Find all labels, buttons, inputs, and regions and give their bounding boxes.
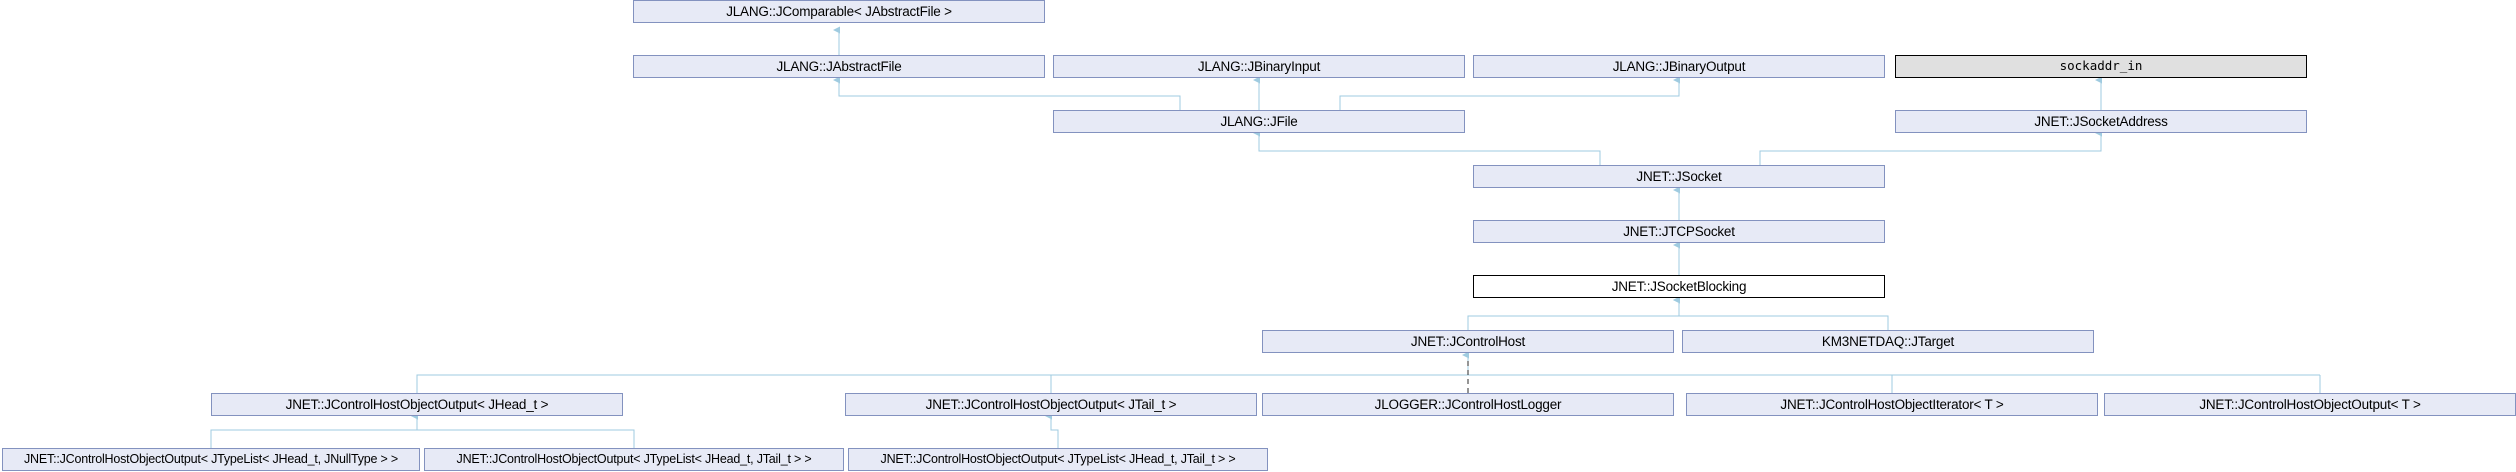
class-node-jbinaryinput[interactable]: JLANG::JBinaryInput bbox=[1053, 55, 1465, 78]
class-node-label: JNET::JControlHostObjectOutput< T > bbox=[2199, 396, 2421, 412]
class-node-jcomparable[interactable]: JLANG::JComparable< JAbstractFile > bbox=[633, 0, 1045, 23]
class-node-label: JLANG::JComparable< JAbstractFile > bbox=[726, 3, 952, 19]
class-node-label: JLANG::JAbstractFile bbox=[776, 58, 902, 74]
class-node-label: JNET::JControlHost bbox=[1410, 333, 1526, 349]
class-node-label: JNET::JControlHostObjectIterator< T > bbox=[1780, 396, 2004, 412]
class-node-jsocket[interactable]: JNET::JSocket bbox=[1473, 165, 1885, 188]
class-node-label: JLANG::JBinaryInput bbox=[1197, 58, 1321, 74]
class-node-label: JLANG::JFile bbox=[1220, 113, 1298, 129]
class-node-jcontrolhostobjectoutput-jtypelist-jnulltype[interactable]: JNET::JControlHostObjectOutput< JTypeLis… bbox=[2, 448, 420, 471]
class-node-label: JLANG::JBinaryOutput bbox=[1612, 58, 1746, 74]
class-node-label: JNET::JTCPSocket bbox=[1623, 223, 1735, 239]
class-node-label: JNET::JControlHostObjectOutput< JTypeLis… bbox=[24, 452, 398, 467]
class-node-label: JNET::JControlHostObjectOutput< JTypeLis… bbox=[456, 452, 812, 467]
class-node-jcontrolhostobjectoutput-jhead[interactable]: JNET::JControlHostObjectOutput< JHead_t … bbox=[211, 393, 623, 416]
class-node-jabstractfile[interactable]: JLANG::JAbstractFile bbox=[633, 55, 1045, 78]
class-node-label: JNET::JSocket bbox=[1636, 168, 1722, 184]
class-node-jfile[interactable]: JLANG::JFile bbox=[1053, 110, 1465, 133]
class-node-jcontrolhostobjectoutput-jtypelist-jtail-b[interactable]: JNET::JControlHostObjectOutput< JTypeLis… bbox=[848, 448, 1268, 471]
class-node-jcontrolhostobjectoutput-jtypelist-jtail-a[interactable]: JNET::JControlHostObjectOutput< JTypeLis… bbox=[424, 448, 844, 471]
class-node-jcontrolhostobjectoutput-t[interactable]: JNET::JControlHostObjectOutput< T > bbox=[2104, 393, 2516, 416]
class-node-sockaddr-in[interactable]: sockaddr_in bbox=[1895, 55, 2307, 78]
class-node-label: JNET::JSocketAddress bbox=[2034, 113, 2168, 129]
class-node-jbinaryoutput[interactable]: JLANG::JBinaryOutput bbox=[1473, 55, 1885, 78]
class-node-jsocketaddress[interactable]: JNET::JSocketAddress bbox=[1895, 110, 2307, 133]
class-node-label: JLOGGER::JControlHostLogger bbox=[1374, 396, 1562, 412]
class-node-jtarget[interactable]: KM3NETDAQ::JTarget bbox=[1682, 330, 2094, 353]
class-node-label: JNET::JControlHostObjectOutput< JTail_t … bbox=[925, 396, 1177, 412]
class-node-jtcpsocket[interactable]: JNET::JTCPSocket bbox=[1473, 220, 1885, 243]
class-node-jcontrolhostobjectoutput-jtail[interactable]: JNET::JControlHostObjectOutput< JTail_t … bbox=[845, 393, 1257, 416]
class-node-label: JNET::JControlHostObjectOutput< JTypeLis… bbox=[880, 452, 1236, 467]
class-node-label: JNET::JControlHostObjectOutput< JHead_t … bbox=[285, 396, 549, 412]
class-node-jsocketblocking-current[interactable]: JNET::JSocketBlocking bbox=[1473, 275, 1885, 298]
class-node-jcontrolhostlogger[interactable]: JLOGGER::JControlHostLogger bbox=[1262, 393, 1674, 416]
class-node-label: KM3NETDAQ::JTarget bbox=[1821, 333, 1955, 349]
class-node-label: JNET::JSocketBlocking bbox=[1611, 278, 1747, 294]
class-node-jcontrolhostobjectiterator-t[interactable]: JNET::JControlHostObjectIterator< T > bbox=[1686, 393, 2098, 416]
class-node-jcontrolhost[interactable]: JNET::JControlHost bbox=[1262, 330, 1674, 353]
class-node-label: sockaddr_in bbox=[2059, 58, 2143, 74]
